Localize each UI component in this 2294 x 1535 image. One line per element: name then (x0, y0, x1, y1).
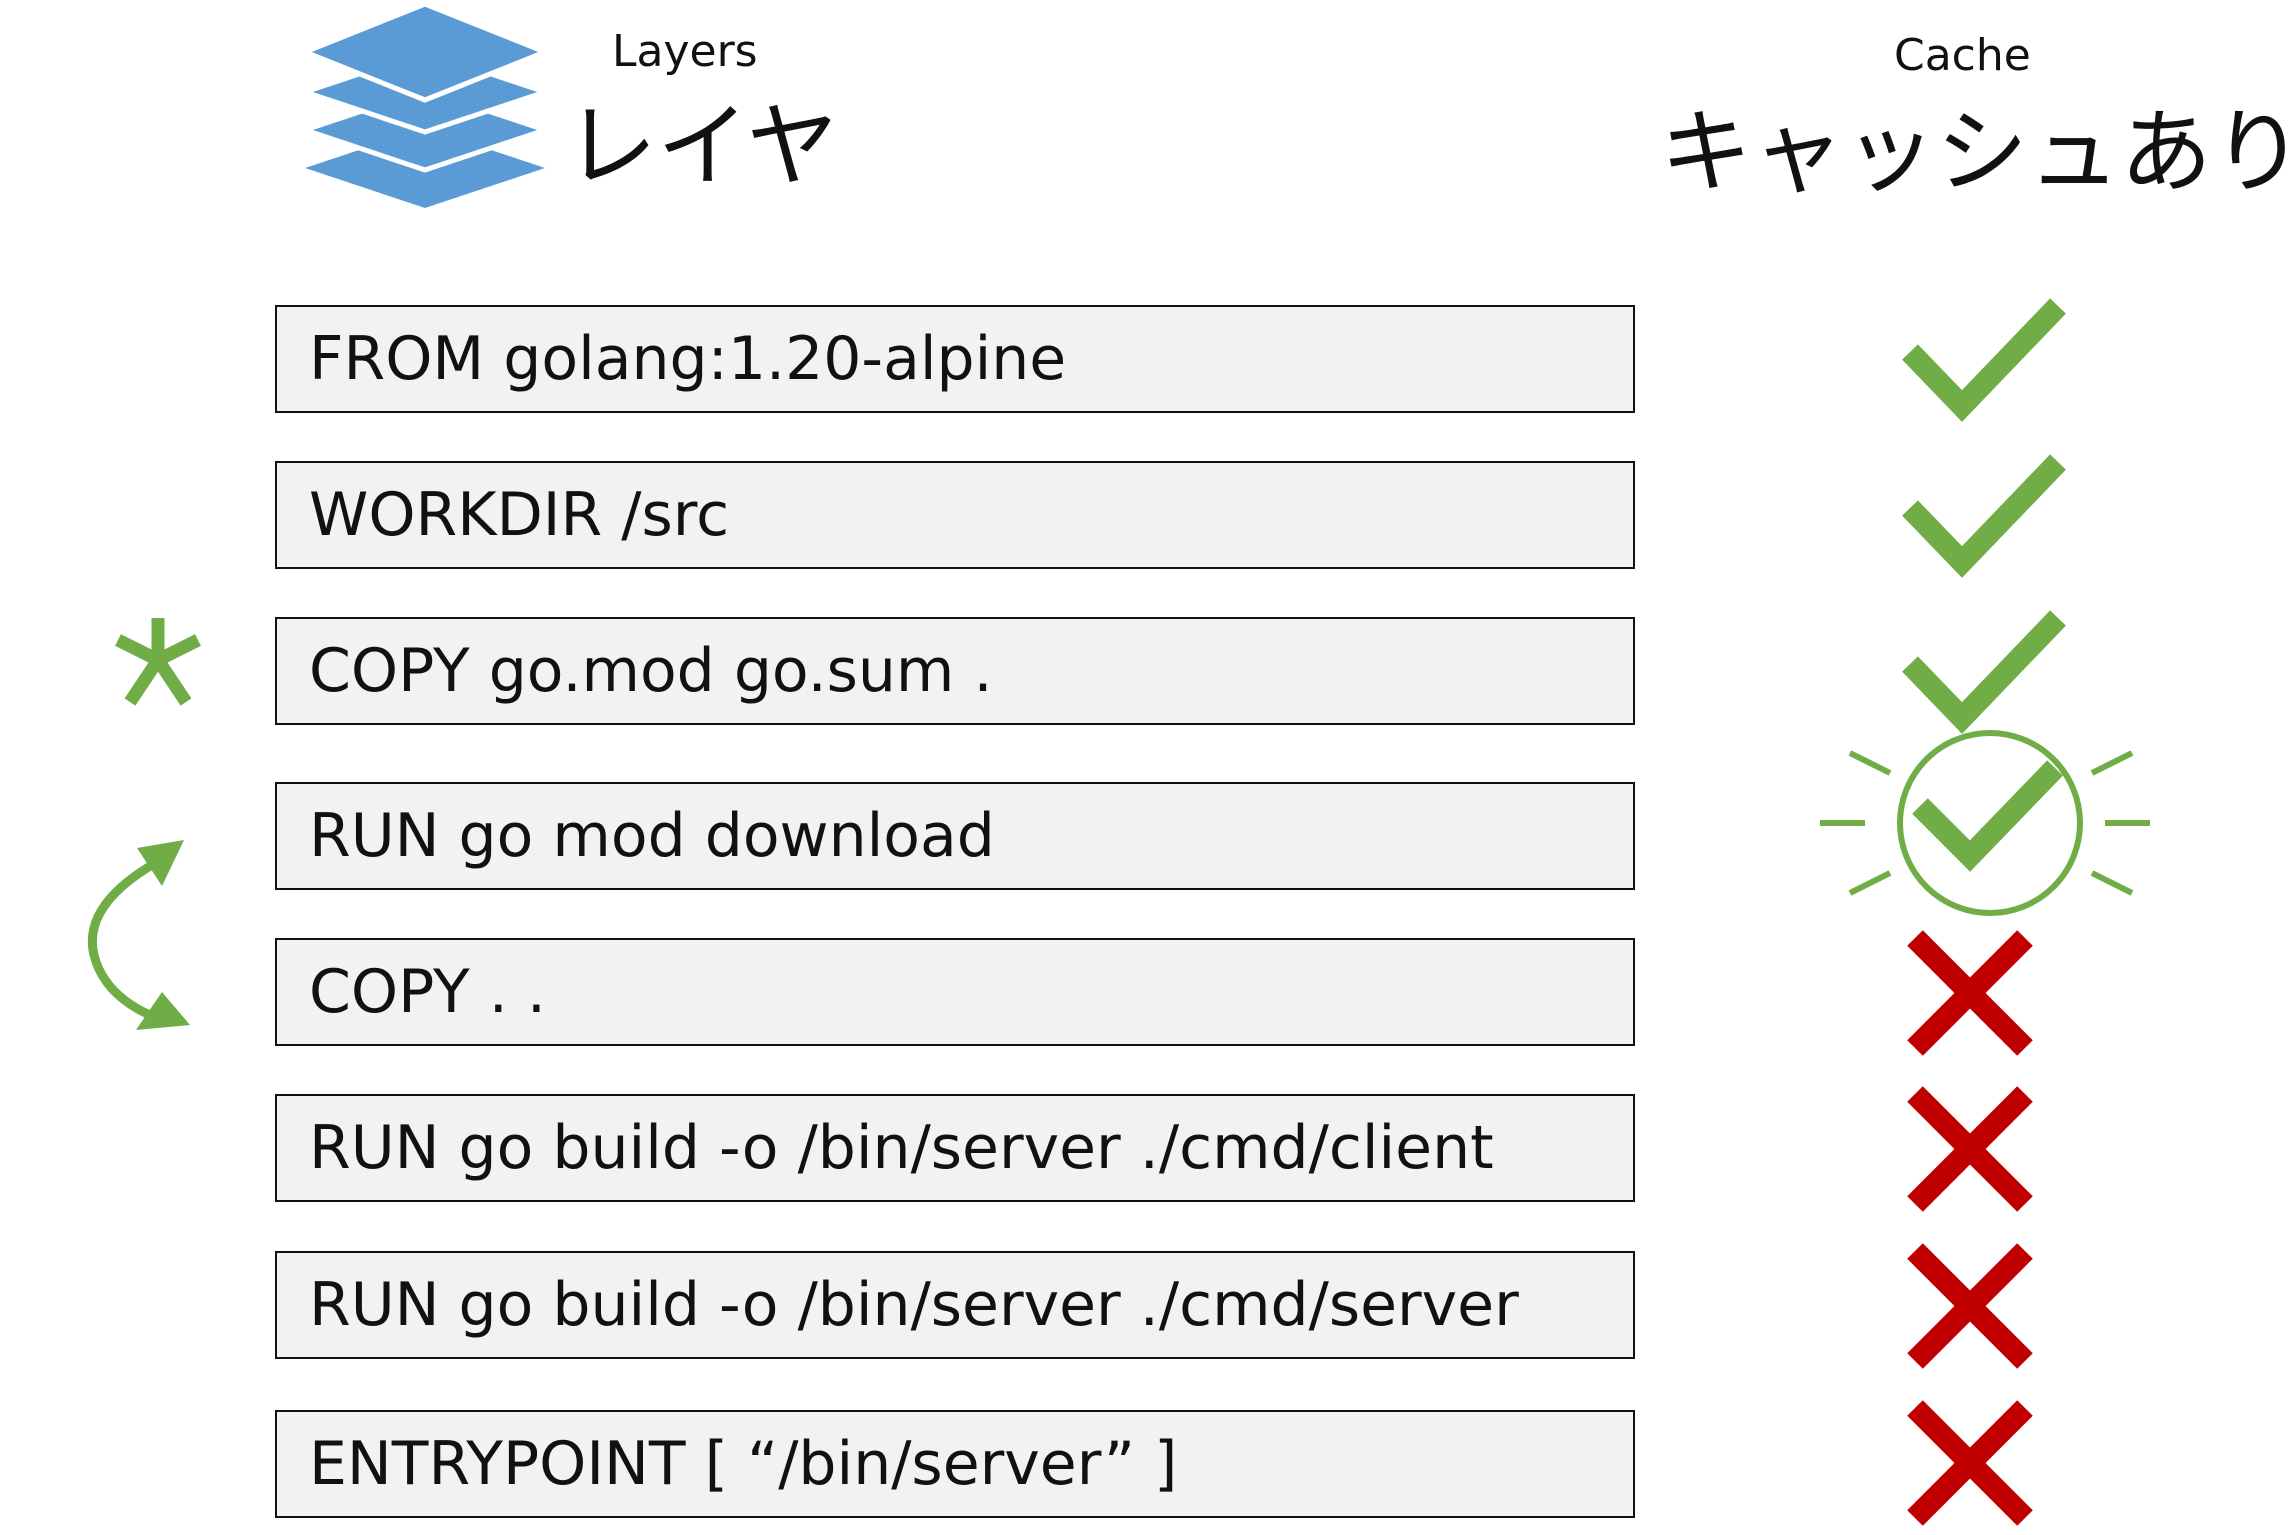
cross-icon (1905, 1398, 2035, 1528)
layer-row-copy-mod: COPY go.mod go.sum . (275, 617, 1635, 725)
cross-icon (1905, 1241, 2035, 1371)
check-icon (1880, 294, 2070, 424)
layer-row-entrypoint: ENTRYPOINT [ “/bin/server” ] (275, 1410, 1635, 1518)
layer-row-copy-all: COPY . . (275, 938, 1635, 1046)
check-icon (1880, 606, 2070, 736)
cache-heading-en: Cache (1894, 30, 2031, 81)
layer-row-from: FROM golang:1.20-alpine (275, 305, 1635, 413)
layer-row-text: COPY . . (309, 957, 546, 1027)
layer-row-workdir: WORKDIR /src (275, 461, 1635, 569)
layer-row-mod-download: RUN go mod download (275, 782, 1635, 890)
layer-row-text: RUN go mod download (309, 801, 995, 871)
cross-icon (1905, 1084, 2035, 1214)
cache-heading-ja: キャッシュあり？ (1660, 99, 2294, 206)
highlighted-check-icon (1820, 730, 2150, 916)
check-icon (1880, 450, 2070, 580)
asterisk-icon (115, 618, 201, 706)
layers-stack-icon (300, 1, 550, 208)
layer-row-text: RUN go build -o /bin/server ./cmd/server (309, 1270, 1519, 1340)
layer-row-text: COPY go.mod go.sum . (309, 636, 993, 706)
layer-row-build-server: RUN go build -o /bin/server ./cmd/server (275, 1251, 1635, 1359)
curved-swap-arrows-icon (87, 840, 190, 1030)
layer-row-text: ENTRYPOINT [ “/bin/server” ] (309, 1429, 1178, 1499)
layer-row-text: WORKDIR /src (309, 480, 730, 550)
layer-row-text: RUN go build -o /bin/server ./cmd/client (309, 1113, 1494, 1183)
layer-row-text: FROM golang:1.20-alpine (309, 324, 1067, 394)
cross-icon (1905, 928, 2035, 1058)
layers-heading-ja: レイヤ (565, 93, 839, 200)
layer-row-build-client: RUN go build -o /bin/server ./cmd/client (275, 1094, 1635, 1202)
layers-heading-en: Layers (612, 26, 758, 77)
